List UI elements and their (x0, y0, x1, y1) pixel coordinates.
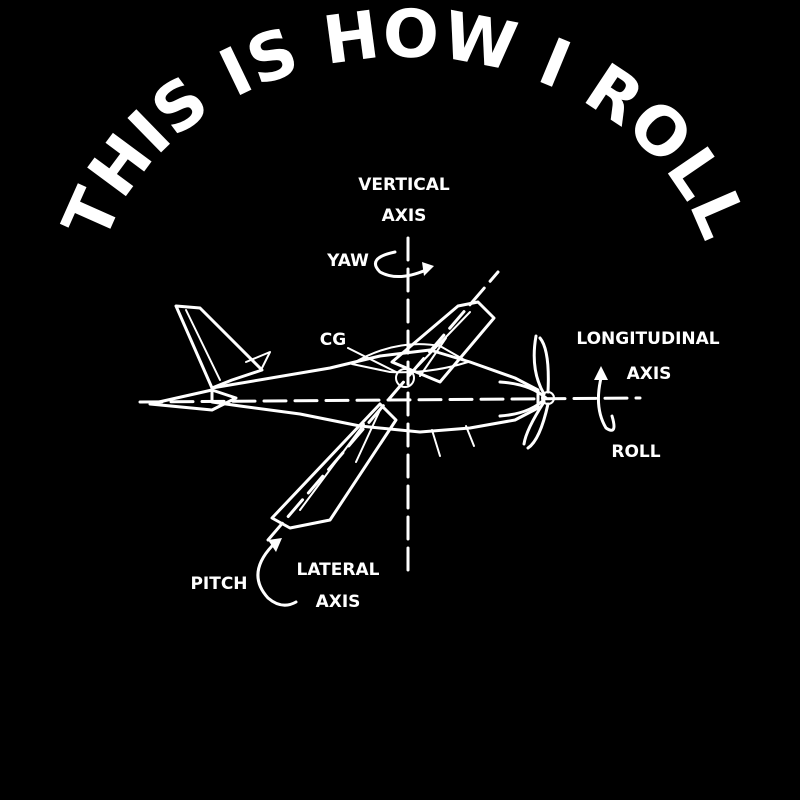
cg-marker (395, 368, 415, 388)
cg-leader (347, 347, 397, 373)
pitch-arrow-icon (256, 538, 298, 607)
longitudinal-axis-label-line1: LONGITUDINAL (576, 329, 719, 349)
engine-cowling (498, 380, 548, 418)
airplane-outline (148, 300, 555, 530)
vertical-axis-label-line2: AXIS (382, 206, 427, 226)
longitudinal-axis-label-line2: AXIS (627, 364, 672, 384)
cg-label: CG (320, 330, 346, 350)
lateral-axis-label-line2: AXIS (316, 592, 361, 612)
yaw-label: YAW (326, 251, 369, 271)
roll-label: ROLL (611, 442, 660, 462)
stabilizer-tip (245, 351, 271, 369)
lateral-axis-label-line1: LATERAL (297, 560, 380, 580)
canopy (351, 343, 469, 374)
pitch-label: PITCH (190, 574, 247, 594)
landing-gear (431, 425, 475, 457)
yaw-arrow-icon (374, 250, 434, 278)
roll-arrow-icon (594, 366, 616, 432)
far-wing-flap (417, 311, 471, 367)
far-wing (390, 300, 496, 384)
propeller (522, 334, 550, 450)
wing-strut (355, 337, 447, 463)
near-wing (270, 402, 398, 530)
vertical-axis-label-line1: VERTICAL (358, 175, 450, 195)
fuselage (210, 348, 540, 434)
near-wing-flap (299, 423, 365, 511)
rudder-line (185, 309, 221, 381)
horizontal-stabilizer (148, 388, 238, 412)
vertical-tail-fin (174, 304, 264, 390)
